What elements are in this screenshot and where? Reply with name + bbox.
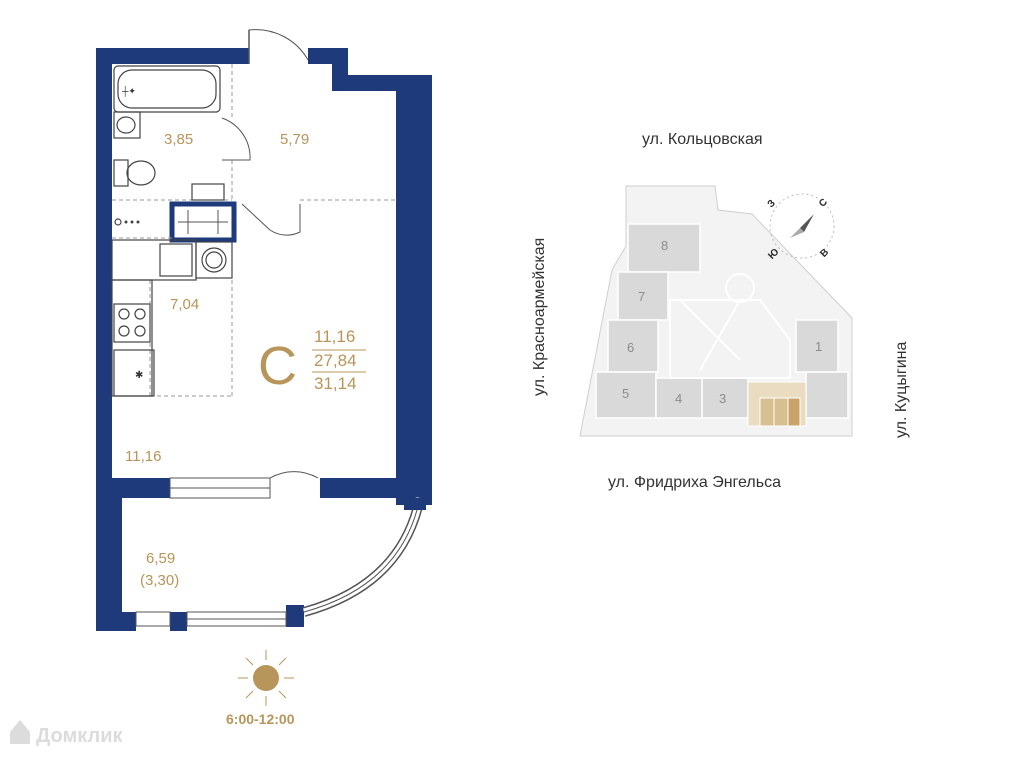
room-area-hall: 5,79: [280, 131, 309, 148]
watermark-text: Домклик: [36, 725, 123, 747]
domclick-watermark: Домклик: [10, 720, 123, 747]
current-section-highlight: [787, 397, 801, 427]
bathroom-door: [221, 117, 251, 161]
building-1: [795, 319, 839, 373]
site-plan: 8 7 6 5 4 3 1 ул. Кольцовская ул. Фридри…: [531, 131, 910, 491]
compass-icon: С З Ю В: [766, 193, 835, 262]
room-area-living: 11,16: [125, 448, 161, 465]
bathtub: [113, 65, 221, 113]
wall-east: [396, 75, 432, 505]
wall-balcony-south-mid: [170, 612, 187, 631]
total-area-value: 27,84: [314, 351, 357, 370]
building-number-3: 3: [719, 391, 726, 406]
kitchen-counter-top: [111, 239, 197, 281]
compass-east: В: [818, 247, 831, 260]
svg-text:✱: ✱: [135, 370, 143, 381]
wall-balcony-south-left: [96, 612, 136, 631]
sun-icon: [238, 650, 294, 706]
building-7: [617, 271, 669, 321]
wall-north-left: [96, 48, 249, 64]
washing-machine: [195, 241, 233, 279]
hall-door: [241, 203, 301, 236]
street-label-left: ул. Красноармейская: [531, 238, 548, 396]
oven: [113, 349, 155, 397]
building-number-7: 7: [638, 289, 645, 304]
hall-sink: [191, 183, 225, 201]
building-2: [805, 371, 849, 419]
sun-time-range: 6:00-12:00: [226, 711, 295, 727]
toilet: [113, 159, 129, 187]
building-number-8: 8: [661, 238, 668, 253]
entry-door: [248, 29, 309, 64]
building-6: [607, 319, 659, 373]
room-area-kitchen: 7,04: [170, 296, 199, 313]
wall-balcony-west: [96, 498, 122, 631]
cooktop: [113, 303, 151, 343]
total-area-with-balcony-value: 31,14: [314, 374, 357, 393]
floor-plan: ┼✦ ✱: [96, 29, 432, 631]
svg-text:┼✦: ┼✦: [121, 85, 136, 97]
compass-west: З: [766, 198, 778, 210]
apartment-type-letter: С: [258, 336, 297, 396]
wall-balcony-south-right: [286, 605, 304, 627]
balcony-glazing: [302, 496, 425, 617]
street-label-bottom: ул. Фридриха Энгельса: [608, 474, 781, 491]
wall-balcony-right: [320, 478, 432, 498]
living-area-value: 11,16: [314, 327, 355, 346]
ventilation-shaft: [169, 201, 237, 243]
building-5: [595, 371, 657, 419]
building-number-4: 4: [675, 391, 682, 406]
street-label-right: ул. Куцыгина: [893, 342, 910, 438]
building-number-1: 1: [815, 339, 822, 354]
sun-indicator: 6:00-12:00: [226, 650, 295, 727]
room-area-balcony-reduced: (3,30): [140, 572, 179, 589]
kitchen-sink: [159, 243, 193, 277]
wall-balcony-left: [96, 478, 170, 498]
room-area-balcony: 6,59: [146, 550, 175, 567]
kitchen-counter-side: [111, 279, 153, 397]
wall-step-vertical: [332, 48, 348, 80]
balcony-door: [269, 471, 319, 479]
building-number-6: 6: [627, 340, 634, 355]
house-logo-icon: [10, 720, 30, 744]
bathroom-sink: [113, 111, 141, 139]
room-area-bathroom: 3,85: [164, 131, 193, 148]
building-number-5: 5: [622, 386, 629, 401]
street-label-top: ул. Кольцовская: [642, 131, 763, 148]
